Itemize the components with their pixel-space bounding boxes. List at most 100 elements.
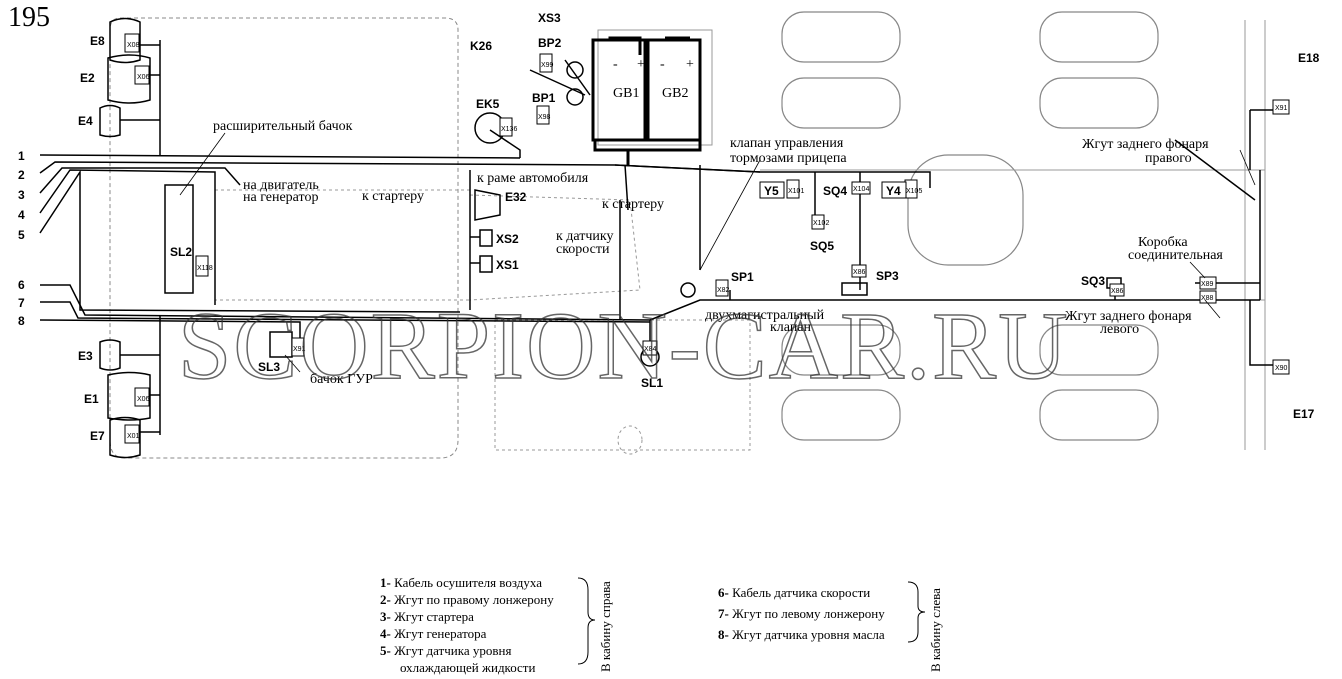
svg-text:XS1: XS1 [496,258,519,272]
plus-sign: + [637,57,645,72]
svg-text:Коробка: Коробка [1138,235,1188,250]
svg-text:двухмагистральный: двухмагистральный [705,308,825,323]
svg-text:SQ4: SQ4 [823,184,847,198]
batteries [591,29,713,165]
legend-item: 1- Кабель осушителя воздуха [380,575,542,590]
svg-text:X88: X88 [1201,295,1214,302]
watermark: SCORPION-CAR.RU [178,292,1070,399]
svg-text:к стартеру: к стартеру [362,189,424,204]
svg-text:E32: E32 [505,190,527,204]
svg-text:K26: K26 [470,39,492,53]
svg-text:X136: X136 [501,126,517,133]
svg-text:2: 2 [18,168,25,182]
svg-text:SL3: SL3 [258,360,280,374]
tires [781,11,1159,441]
svg-text:X90: X90 [1275,365,1288,372]
svg-text:к датчику: к датчику [556,229,614,244]
svg-text:XS3: XS3 [538,11,561,25]
label-GB1: GB1 [613,86,639,101]
legend-item: 3- Жгут стартера [380,609,474,624]
svg-text:SQ5: SQ5 [810,239,834,253]
legend-item: 7- Жгут по левому лонжерону [718,606,885,621]
y4-box [881,181,907,199]
svg-text:5: 5 [18,228,25,242]
legend-item: 5- Жгут датчика уровня [380,643,512,658]
svg-text:Y4: Y4 [886,184,901,198]
svg-text:7: 7 [18,296,25,310]
svg-text:4: 4 [18,208,25,222]
svg-text:BP2: BP2 [538,36,562,50]
svg-text:E17: E17 [1293,407,1315,421]
svg-text:клапан управления: клапан управления [730,136,844,151]
minus-sign: - [613,57,618,72]
svg-text:X86: X86 [1111,288,1124,295]
svg-text:X01: X01 [127,433,140,440]
svg-text:X89: X89 [1201,281,1214,288]
svg-text:X91: X91 [1275,105,1288,112]
svg-text:E4: E4 [78,114,93,128]
svg-text:Жгут заднего фонаря: Жгут заднего фонаря [1065,309,1192,324]
svg-text:X101: X101 [788,188,804,195]
legend-right: 1- Кабель осушителя воздуха 2- Жгут по п… [380,574,554,676]
svg-text:Жгут заднего фонаря: Жгут заднего фонаря [1082,137,1209,152]
svg-text:правого: правого [1145,151,1192,166]
svg-text:X99: X99 [541,62,554,69]
svg-text:3: 3 [18,188,25,202]
legend-item: 8- Жгут датчика уровня масла [718,627,885,642]
annotation-labels: расширительный бачок на двигатель на ген… [213,119,1223,387]
svg-text:соединительная: соединительная [1128,248,1223,263]
svg-text:1: 1 [18,149,25,163]
svg-text:SP1: SP1 [731,270,754,284]
svg-text:XS2: XS2 [496,232,519,246]
svg-text:BP1: BP1 [532,91,556,105]
svg-text:X86: X86 [853,269,866,276]
svg-text:X84: X84 [644,346,657,353]
svg-text:6: 6 [18,278,25,292]
svg-text:E2: E2 [80,71,95,85]
page-number: 195 [8,2,50,33]
legend-item: 6- Кабель датчика скорости [718,585,871,600]
svg-text:X102: X102 [813,220,829,227]
svg-text:левого: левого [1100,322,1139,337]
leader-lines [179,132,1256,373]
y5-box [759,181,785,199]
svg-text:E1: E1 [84,392,99,406]
svg-text:к раме автомобиля: к раме автомобиля [477,171,589,186]
svg-text:на генератор: на генератор [243,190,318,205]
legend-item: 2- Жгут по правому лонжерону [380,592,554,607]
svg-text:скорости: скорости [556,242,610,257]
svg-text:X08: X08 [127,42,140,49]
svg-text:на двигатель: на двигатель [243,178,319,193]
svg-text:EK5: EK5 [476,97,500,111]
label-GB2: GB2 [662,86,688,101]
connectors [124,33,1290,444]
svg-text:E7: E7 [90,429,105,443]
legend-left-caption: В кабину слева [928,588,943,672]
svg-text:бачок ГУР: бачок ГУР [310,372,373,387]
svg-text:SL1: SL1 [641,376,663,390]
component-labels: E8 E2 E4 E3 E1 E7 XS3 K26 BP2 BP1 EK5 E3… [78,11,1320,443]
svg-text:X06: X06 [137,396,150,403]
svg-text:X105: X105 [906,188,922,195]
legend-right-caption: В кабину справа [598,581,613,672]
minus-sign: - [660,57,665,72]
svg-text:E8: E8 [90,34,105,48]
svg-text:тормозами прицепа: тормозами прицепа [730,151,847,166]
svg-text:X06: X06 [137,74,150,81]
svg-text:8: 8 [18,314,25,328]
svg-text:к стартеру: к стартеру [602,197,664,212]
svg-text:X104: X104 [853,186,869,193]
connector-labels: X08 X06 X06 X01 X118 X99 X98 X136 X91 X8… [127,42,1288,440]
svg-text:расширительный бачок: расширительный бачок [213,119,353,134]
svg-text:клапан: клапан [770,320,812,335]
svg-text:Y5: Y5 [764,184,779,198]
svg-text:X91: X91 [293,346,306,353]
svg-text:X82: X82 [717,287,730,294]
svg-text:SL2: SL2 [170,245,192,259]
svg-text:SQ3: SQ3 [1081,274,1105,288]
svg-text:E18: E18 [1298,51,1320,65]
svg-text:SP3: SP3 [876,269,899,283]
svg-text:E3: E3 [78,349,93,363]
svg-text:X118: X118 [197,265,213,272]
